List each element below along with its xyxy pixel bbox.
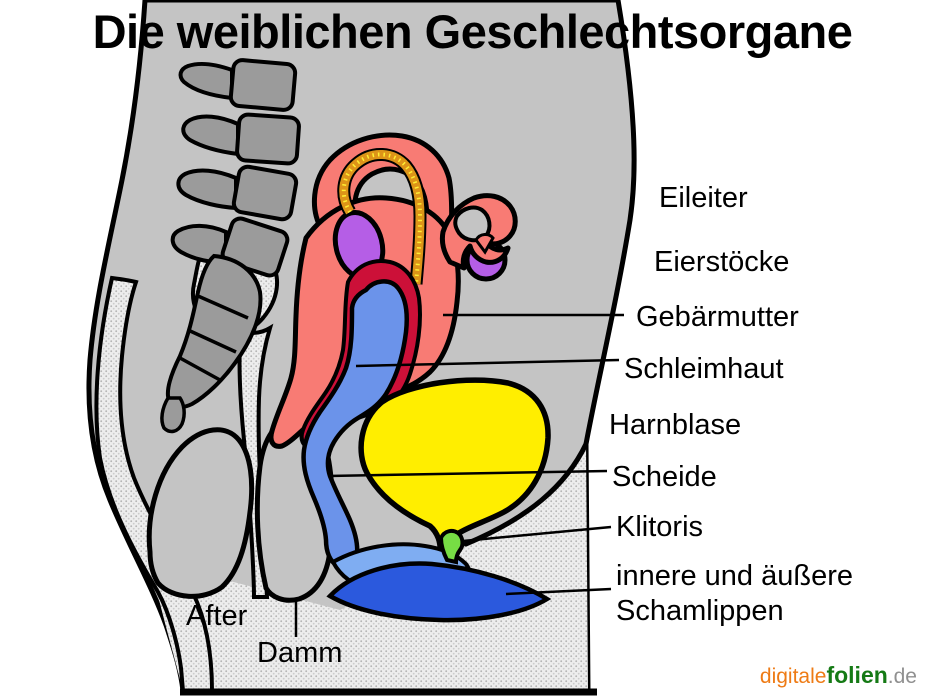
label-scheide: Scheide <box>612 461 717 493</box>
logo-tld: .de <box>887 665 917 688</box>
spinous-process-3 <box>176 168 238 211</box>
buttock-muscle-left <box>146 427 255 599</box>
tube-canal-fill <box>339 150 425 285</box>
logo-name: folien <box>826 662 888 688</box>
label-schamlippen: innere und äußere Schamlippen <box>616 559 853 629</box>
label-schamlippen-line2: Schamlippen <box>616 595 784 627</box>
clitoris-shape <box>438 528 465 565</box>
label-schamlippen-line1: innere und äußere <box>616 560 853 592</box>
label-after: After <box>186 600 248 632</box>
klitoris-leader-line <box>462 525 612 543</box>
spine <box>160 58 301 434</box>
label-klitoris: Klitoris <box>616 511 704 543</box>
labia-shape <box>326 561 552 623</box>
sacrum-segment-lines <box>179 294 249 382</box>
label-eileiter: Eileiter <box>659 182 748 214</box>
fimbria-notch <box>474 233 495 255</box>
label-schleimhaut: Schleimhaut <box>624 353 784 385</box>
schamlippen-leader-line <box>505 587 612 596</box>
schleimhaut-leader-line <box>355 358 620 368</box>
label-eierstoecke: Eierstöcke <box>654 246 790 278</box>
label-damm: Damm <box>257 637 343 669</box>
legs-stipple-region <box>150 444 588 691</box>
mons-outline <box>463 441 589 547</box>
vertebra-2 <box>235 112 301 166</box>
coccyx-shape <box>160 396 186 434</box>
page-title: Die weiblichen Geschlechtsorgane <box>92 5 853 58</box>
spinous-process-1 <box>178 61 234 101</box>
label-harnblase: Harnblase <box>609 409 742 441</box>
scheide-leader-line <box>327 469 608 478</box>
spinous-process-2 <box>181 114 240 157</box>
label-gebaermutter: Gebärmutter <box>636 301 799 333</box>
vertebra-3 <box>231 164 299 222</box>
logo-prefix: digitale <box>759 665 827 688</box>
vertebra-1 <box>228 58 298 112</box>
